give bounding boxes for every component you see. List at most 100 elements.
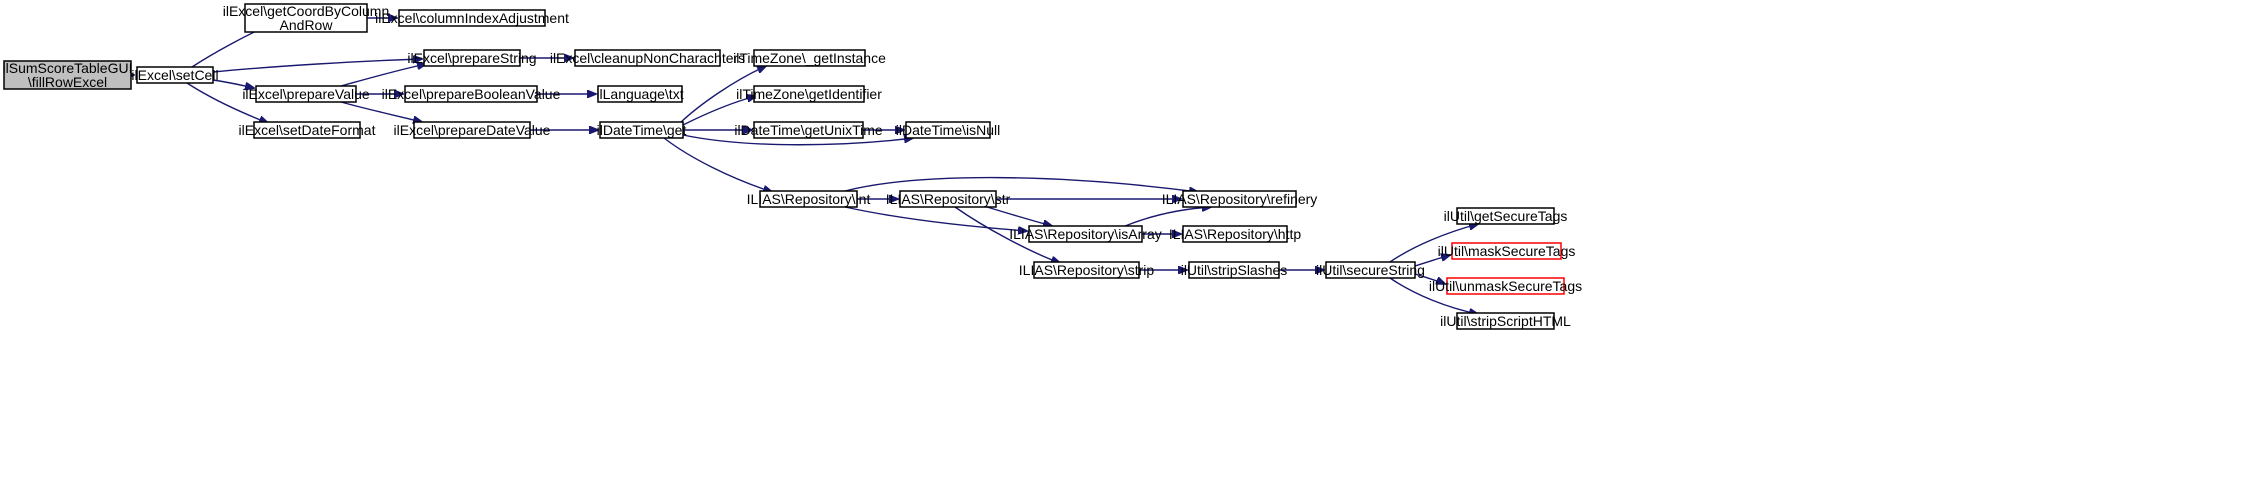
- node-tzId[interactable]: ilTimeZone\getIdentifier: [736, 85, 882, 103]
- node-box: [253, 121, 361, 139]
- node-box: [599, 121, 684, 139]
- node-cleanup[interactable]: ilExcel\cleanupNonCharachters: [550, 49, 745, 67]
- edge-utilSecure-to-utilMask: [1414, 255, 1450, 267]
- node-label: ilUtil\getSecureTags: [1444, 208, 1568, 224]
- node-box: [899, 190, 997, 208]
- node-repoArr[interactable]: ILIAS\Repository\isArray: [1009, 225, 1162, 243]
- node-box: [398, 9, 546, 27]
- node-label: ilUtil\stripSlashes: [1181, 262, 1288, 278]
- node-dtNull[interactable]: ilDateTime\isNull: [896, 121, 1001, 139]
- node-label: ilLanguage\txt: [596, 86, 683, 102]
- node-repoRef[interactable]: ILIAS\Repository\refinery: [1162, 190, 1318, 208]
- node-repoStr[interactable]: ILIAS\Repository\str: [886, 190, 1011, 208]
- node-utilUnmask[interactable]: ilUtil\unmaskSecureTags: [1429, 277, 1582, 295]
- node-box: [753, 121, 864, 139]
- edge-utilSecure-to-utilUnmask: [1414, 273, 1445, 284]
- node-label: ILIAS\Repository\str: [886, 191, 1011, 207]
- node-label: ilUtil\maskSecureTags: [1438, 243, 1576, 259]
- node-box: [1188, 261, 1280, 279]
- node-box: [1456, 207, 1555, 225]
- node-repoInt[interactable]: ILIAS\Repository\int: [747, 190, 871, 208]
- node-label: ilExcel\getCoordByColumn: [223, 3, 390, 19]
- node-box: [423, 49, 521, 67]
- node-label: ilExcel\setCell: [131, 67, 218, 83]
- edge-setCell-to-setDate: [186, 82, 268, 123]
- node-label: ILIAS\Repository\refinery: [1162, 191, 1318, 207]
- edge-setCell-to-prepValue: [212, 79, 254, 88]
- node-box: [1033, 261, 1140, 279]
- node-box: [597, 85, 683, 103]
- edge-dtGet-to-repoInt: [663, 137, 772, 192]
- node-box: [1456, 312, 1555, 330]
- node-label: ilExcel\cleanupNonCharachters: [550, 50, 745, 66]
- node-label: ilUtil\stripScriptHTML: [1440, 313, 1571, 329]
- node-label: ilUtil\unmaskSecureTags: [1429, 278, 1582, 294]
- node-label: ilUtil\secureString: [1316, 262, 1425, 278]
- node-label: ilTimeZone\_getInstance: [733, 50, 886, 66]
- node-prepString[interactable]: ilExcel\prepareString: [407, 49, 537, 67]
- node-box: [905, 121, 991, 139]
- node-utilSecure[interactable]: ilUtil\secureString: [1316, 261, 1425, 279]
- edge-dtGet-to-tzId: [682, 96, 756, 126]
- node-langTxt[interactable]: ilLanguage\txt: [596, 85, 684, 103]
- node-prepDate[interactable]: ilExcel\prepareDateValue: [394, 121, 551, 139]
- node-label: ilTimeZone\getIdentifier: [736, 86, 882, 102]
- node-colIdx[interactable]: ilExcel\columnIndexAdjustment: [375, 9, 569, 27]
- edge-repoInt-to-repoArr: [844, 206, 1027, 231]
- node-prepBool[interactable]: ilExcel\prepareBooleanValue: [382, 85, 561, 103]
- node-utilScript[interactable]: ilUtil\stripScriptHTML: [1440, 312, 1571, 330]
- edges-layer: [131, 18, 1478, 314]
- node-repoStrip[interactable]: ILIAS\Repository\strip: [1019, 261, 1155, 279]
- node-box: [404, 85, 538, 103]
- node-box: [1182, 225, 1288, 243]
- edge-repoStr-to-repoArr: [986, 206, 1052, 226]
- node-root[interactable]: ilSumScoreTableGUI\fillRowExcel: [3, 60, 133, 90]
- edge-prepValue-to-prepString: [340, 64, 426, 87]
- node-box: [1446, 277, 1565, 295]
- node-dtGet[interactable]: ilDateTime\get: [597, 121, 687, 139]
- node-tzInst[interactable]: ilTimeZone\_getInstance: [733, 49, 886, 67]
- node-label: ILIAS\Repository\isArray: [1009, 226, 1162, 242]
- node-box: [1182, 190, 1297, 208]
- node-box: [3, 60, 132, 90]
- node-box: [1028, 225, 1143, 243]
- node-label: ILIAS\Repository\int: [747, 191, 871, 207]
- edge-dtGet-to-dtNull: [682, 134, 913, 146]
- node-label: ILIAS\Repository\http: [1169, 226, 1302, 242]
- node-box: [1451, 242, 1562, 260]
- node-utilGetTags[interactable]: ilUtil\getSecureTags: [1444, 207, 1568, 225]
- node-label: ilDateTime\isNull: [896, 122, 1001, 138]
- node-prepValue[interactable]: ilExcel\prepareValue: [242, 85, 370, 103]
- node-label: AndRow: [280, 17, 334, 33]
- node-box: [574, 49, 721, 67]
- node-box: [753, 85, 865, 103]
- edge-dtGet-to-tzInst: [679, 66, 766, 124]
- edge-repoStr-to-repoStrip: [954, 206, 1060, 263]
- node-box: [244, 3, 368, 33]
- node-label: ilExcel\prepareString: [407, 50, 536, 66]
- edge-prepValue-to-prepDate: [340, 101, 422, 122]
- node-label: ilExcel\setDateFormat: [239, 122, 376, 138]
- node-label: ilExcel\columnIndexAdjustment: [375, 10, 569, 26]
- node-setDate[interactable]: ilExcel\setDateFormat: [239, 121, 376, 139]
- node-label: ilDateTime\get: [597, 122, 687, 138]
- node-label: ILIAS\Repository\strip: [1019, 262, 1155, 278]
- node-utilMask[interactable]: ilUtil\maskSecureTags: [1438, 242, 1576, 260]
- node-label: ilDateTime\getUnixTime: [734, 122, 883, 138]
- node-box: [413, 121, 531, 139]
- node-label: ilExcel\prepareBooleanValue: [382, 86, 561, 102]
- node-box: [136, 66, 214, 84]
- node-setCell[interactable]: ilExcel\setCell: [131, 66, 219, 84]
- node-box: [255, 85, 357, 103]
- node-repoHttp[interactable]: ILIAS\Repository\http: [1169, 225, 1302, 243]
- edge-repoArr-to-repoRef: [1124, 207, 1211, 227]
- node-dtUnix[interactable]: ilDateTime\getUnixTime: [734, 121, 883, 139]
- node-label: ilSumScoreTableGUI: [3, 60, 133, 76]
- node-label: \fillRowExcel: [28, 74, 107, 90]
- node-label: ilExcel\prepareValue: [242, 86, 370, 102]
- node-box: [1325, 261, 1416, 279]
- node-utilSlash[interactable]: ilUtil\stripSlashes: [1181, 261, 1288, 279]
